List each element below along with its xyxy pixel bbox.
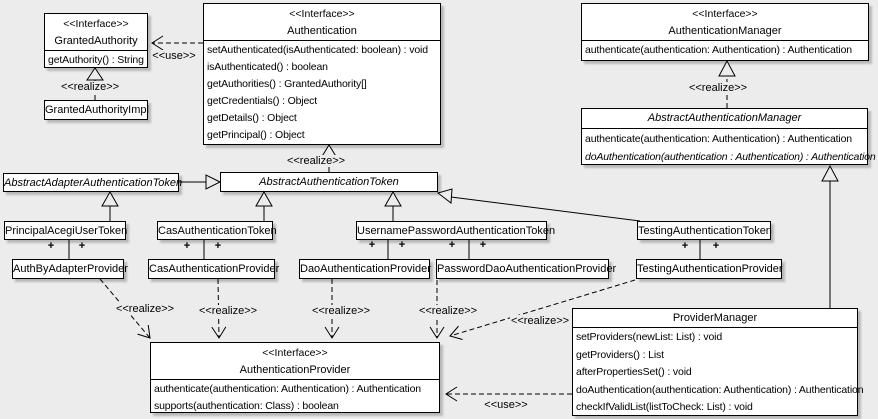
class-name: PrincipalAcegiUserToken: [5, 224, 128, 237]
class-name: Authentication: [287, 25, 357, 37]
class-header: <<Interface>> Authentication: [204, 4, 440, 40]
edge-label-realize: <<realize>>: [114, 303, 176, 315]
edge-generalization-testingauthenticationtoken: [436, 188, 641, 222]
methods-compartment: getAuthority() : String: [45, 50, 147, 69]
class-name: AbstractAdapterAuthenticationToken: [4, 176, 183, 189]
class-name: AuthByAdapterProvider: [13, 263, 128, 275]
class-name: AbstractAuthenticationManager: [647, 112, 802, 124]
method-row: checkIfValidList(listToCheck: List) : vo…: [576, 401, 753, 413]
method-row: setAuthenticated(isAuthenticated: boolea…: [207, 44, 428, 56]
class-abstract-authentication-token: AbstractAuthenticationToken: [220, 172, 438, 192]
class-granted-authority-impl: GrantedAuthorityImpl: [44, 100, 149, 120]
method-row: afterPropertiesSet() : void: [576, 366, 692, 378]
class-header: AbstractAuthenticationManager: [582, 109, 867, 128]
edge-label-use: <<use>>: [151, 50, 197, 62]
methods-compartment: authenticate(authentication: Authenticat…: [151, 379, 439, 415]
method-row: getCredentials() : Object: [207, 95, 318, 107]
edge-generalization-principalacegiusertoken: [101, 190, 119, 221]
class-auth-by-adapter-provider: AuthByAdapterProvider: [12, 259, 128, 279]
class-name: CasAuthenticationProvider: [149, 263, 280, 275]
edge-generalization-casauthenticationtoken: [255, 190, 273, 221]
class-abstract-authentication-manager: AbstractAuthenticationManager authentica…: [581, 108, 876, 166]
class-cas-authentication-token: CasAuthenticationToken: [157, 221, 277, 240]
stereotype-label: <<Interface>>: [262, 347, 328, 359]
plus-marker: +: [78, 240, 86, 252]
stereotype-label: <<Interface>>: [289, 8, 355, 20]
class-header: <<Interface>> AuthenticationManager: [582, 4, 868, 40]
methods-compartment: authenticate(authentication: Authenticat…: [582, 40, 868, 60]
class-name: GrantedAuthority: [54, 35, 138, 47]
class-name: UsernamePasswordAuthenticationToken: [357, 224, 556, 237]
edge-label-realize: <<realize>>: [687, 82, 749, 94]
methods-compartment: setProviders(newList: List) : void getPr…: [573, 327, 864, 417]
class-header: <<Interface>> GrantedAuthority: [45, 14, 147, 50]
class-authentication: <<Interface>> Authentication setAuthenti…: [203, 3, 441, 145]
method-row: authenticate(authentication: Authenticat…: [154, 383, 421, 395]
class-testing-authentication-token: TestingAuthenticationToken: [637, 221, 772, 240]
method-row: doAuthentication(authentication : Authen…: [585, 151, 876, 163]
class-authentication-provider: <<Interface>> AuthenticationProvider aut…: [150, 342, 440, 413]
class-name: DaoAuthenticationProvider: [300, 263, 431, 275]
class-name: GrantedAuthorityImpl: [45, 104, 149, 116]
method-row: getDetails() : Object: [207, 112, 297, 124]
class-abstract-adapter-authentication-token: AbstractAdapterAuthenticationToken: [3, 173, 183, 192]
plus-marker: +: [448, 239, 456, 251]
edge-generalization-usernamepasswordtoken: [384, 190, 402, 221]
plus-marker: +: [183, 240, 191, 252]
edge-label-realize: <<realize>>: [417, 305, 479, 317]
class-name: CasAuthenticationToken: [158, 224, 277, 237]
class-name: TestingAuthenticationToken: [638, 224, 772, 237]
method-row: supports(authentication: Class) : boolea…: [154, 400, 339, 412]
class-principal-acegi-user-token: PrincipalAcegiUserToken: [4, 221, 128, 240]
class-header: <<Interface>> AuthenticationProvider: [151, 343, 439, 379]
plus-marker: +: [368, 239, 376, 251]
class-name: PasswordDaoAuthenticationProvider: [437, 263, 617, 275]
plus-marker: +: [398, 239, 406, 251]
class-dao-authentication-provider: DaoAuthenticationProvider: [299, 259, 431, 279]
methods-compartment: setAuthenticated(isAuthenticated: boolea…: [204, 40, 440, 144]
class-testing-authentication-provider: TestingAuthenticationProvider: [636, 259, 783, 279]
stereotype-label: <<Interface>>: [63, 18, 129, 30]
class-cas-authentication-provider: CasAuthenticationProvider: [148, 259, 280, 279]
method-row: getProviders() : List: [576, 348, 664, 361]
edge-label-use: <<use>>: [483, 399, 529, 411]
class-provider-manager: ProviderManager setProviders(newList: Li…: [572, 308, 864, 417]
class-name: ProviderManager: [672, 312, 758, 324]
method-row: getAuthority() : String: [48, 54, 144, 66]
edge-label-realize: <<realize>>: [197, 305, 259, 317]
class-name: TestingAuthenticationProvider: [637, 263, 783, 275]
method-row: getAuthorities() : GrantedAuthority[]: [207, 78, 367, 90]
method-row: getPrincipal() : Object: [207, 129, 305, 141]
edge-label-realize: <<realize>>: [509, 315, 571, 327]
method-row: doAuthentication(authentication: Authent…: [576, 383, 864, 396]
method-row: authenticate(authentication: Authenticat…: [585, 44, 852, 56]
method-row: isAuthenticated() : boolean: [207, 61, 328, 73]
edge-generalization-providermanager: [821, 164, 839, 308]
class-name: AuthenticationProvider: [239, 364, 351, 376]
class-header: ProviderManager: [573, 309, 857, 327]
edge-label-realize: <<realize>>: [285, 155, 347, 167]
edge-label-realize: <<realize>>: [310, 305, 372, 317]
plus-marker: +: [479, 239, 487, 251]
class-name: AuthenticationManager: [668, 25, 782, 37]
plus-marker: +: [47, 240, 55, 252]
edge-generalization-abstractadapter-to-abstracttoken: [179, 174, 222, 190]
edge-label-realize: <<realize>>: [59, 81, 121, 93]
class-password-dao-authentication-provider: PasswordDaoAuthenticationProvider: [436, 259, 617, 279]
class-authentication-manager: <<Interface>> AuthenticationManager auth…: [581, 3, 869, 61]
stereotype-label: <<Interface>>: [692, 8, 758, 20]
plus-marker: +: [712, 240, 720, 252]
plus-marker: +: [214, 240, 222, 252]
class-granted-authority: <<Interface>> GrantedAuthority getAuthor…: [44, 13, 148, 68]
method-row: setProviders(newList: List) : void: [576, 331, 723, 343]
methods-compartment: authenticate(authentication: Authenticat…: [582, 128, 876, 166]
class-name: AbstractAuthenticationToken: [259, 176, 399, 188]
class-username-password-authentication-token: UsernamePasswordAuthenticationToken: [356, 221, 556, 240]
method-row: authenticate(authentication: Authenticat…: [585, 133, 852, 145]
plus-marker: +: [681, 240, 689, 252]
